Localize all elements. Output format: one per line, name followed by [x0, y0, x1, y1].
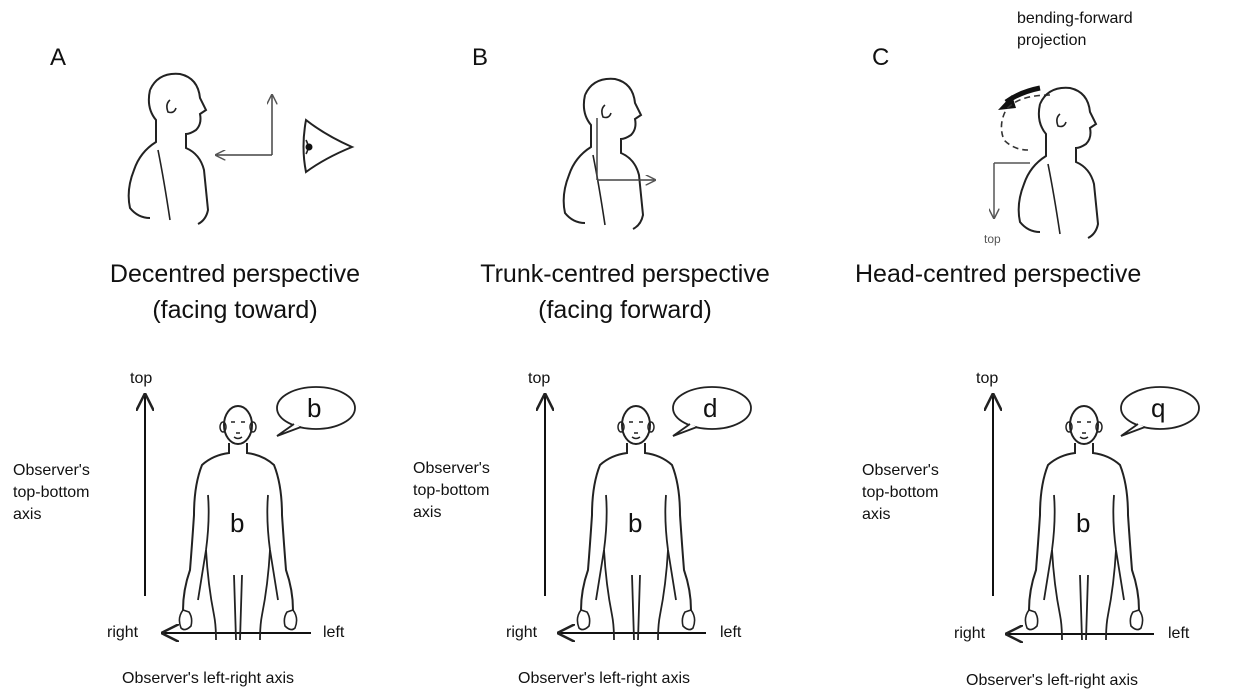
panel-title-b-line2: (facing forward)	[538, 296, 712, 324]
left-label-c: left	[1168, 625, 1190, 642]
panel-title-c: Head-centred perspective	[855, 256, 1230, 292]
axis-label-b-2: top-bottom	[413, 482, 490, 499]
dashed-head-outline	[1000, 94, 1051, 151]
panel-letter-c: C	[872, 44, 890, 71]
bubble-letter-a: b	[307, 393, 322, 423]
coordinate-arrows-a	[216, 95, 272, 155]
body-letter-c: b	[1076, 508, 1091, 538]
coordinate-arrows-b	[596, 118, 655, 180]
speech-bubble-a	[276, 386, 356, 437]
projection-label: bending-forward projection	[1017, 8, 1133, 52]
panel-letter-a: A	[50, 44, 67, 71]
axis-label-c-1: Observer's	[862, 462, 939, 479]
body-letter-a: b	[230, 508, 245, 538]
profile-figure-b	[562, 77, 644, 230]
speech-bubble-c	[1120, 386, 1200, 437]
panel-title-a-line2: (facing toward)	[152, 296, 318, 324]
axis-label-a: Observer's top-bottom axis	[13, 460, 90, 526]
panel-title-a-line1: Decentred perspective	[109, 260, 361, 288]
axes-c	[993, 395, 1154, 634]
left-label-a: left	[323, 624, 345, 641]
axis-label-b-1: Observer's	[413, 460, 490, 477]
axis-label-c-3: axis	[862, 506, 891, 523]
bubble-letter-b: d	[703, 393, 718, 423]
axes-b	[545, 395, 706, 633]
top-label-c: top	[976, 370, 999, 387]
bottom-caption-a: Observer's left-right axis	[122, 670, 294, 687]
bending-forward-arrow	[998, 85, 1041, 110]
left-label-b: left	[720, 624, 742, 641]
panel-title-c-line1: Head-centred perspective	[855, 260, 1142, 288]
eye-icon	[302, 118, 355, 174]
axis-label-c-2: top-bottom	[862, 484, 939, 501]
axis-label-a-2: top-bottom	[13, 484, 90, 501]
panel-letter-b: B	[472, 44, 489, 71]
panel-title-a: Decentred perspective (facing toward)	[40, 256, 430, 328]
small-top-label-c: top	[984, 232, 1001, 246]
axis-label-b: Observer's top-bottom axis	[413, 458, 490, 524]
panel-title-b-line1: Trunk-centred perspective	[480, 260, 770, 288]
axis-label-c: Observer's top-bottom axis	[862, 460, 939, 526]
bottom-caption-c: Observer's left-right axis	[966, 672, 1138, 689]
bubble-letter-c: q	[1151, 393, 1166, 423]
panel-title-b: Trunk-centred perspective (facing forwar…	[425, 256, 825, 328]
axes-a	[145, 395, 311, 633]
top-label-b: top	[528, 370, 551, 387]
bottom-caption-b: Observer's left-right axis	[518, 670, 690, 687]
coordinate-arrows-c	[994, 162, 1030, 218]
right-label-a: right	[107, 624, 139, 641]
top-label-a: top	[130, 370, 153, 387]
projection-label-1: bending-forward	[1017, 10, 1133, 27]
right-label-c: right	[954, 625, 986, 642]
axis-label-b-3: axis	[413, 504, 442, 521]
projection-label-2: projection	[1017, 32, 1087, 49]
axis-label-a-1: Observer's	[13, 462, 90, 479]
profile-figure-a	[127, 72, 209, 225]
axis-label-a-3: axis	[13, 506, 42, 523]
right-label-b: right	[506, 624, 538, 641]
body-letter-b: b	[628, 508, 643, 538]
profile-figure-c	[1017, 86, 1099, 239]
speech-bubble-b	[672, 386, 752, 437]
